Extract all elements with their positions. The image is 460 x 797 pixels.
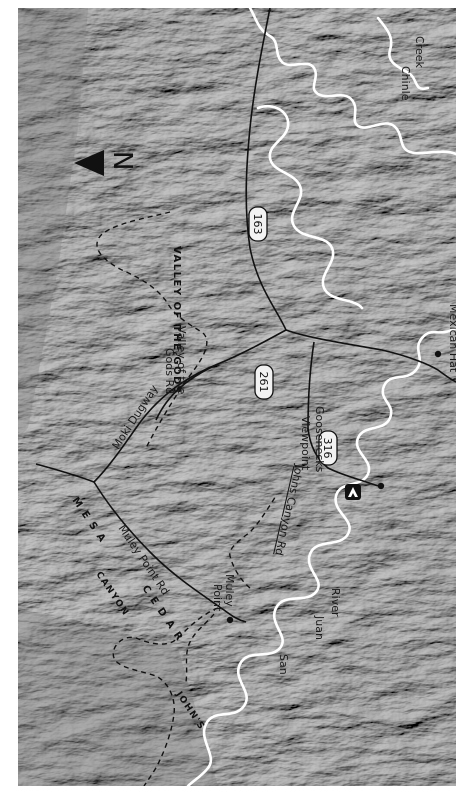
shield-316: 316 [318,430,338,466]
label-san: San [277,654,290,675]
chinle-creek [248,8,456,156]
mexican-hat-marker [434,350,442,358]
label-juan: Juan [313,615,326,640]
johns-canyon-spur [185,613,215,683]
shield-163: 163 [248,206,268,242]
terrain-dark-bottom [18,608,218,786]
svg-text:261: 261 [257,372,270,393]
moki-segment [155,363,219,421]
campground-icon [345,484,361,500]
label-valley-of-the-gods: VALLEY OF THE GODS [171,246,182,395]
highway-163 [245,8,456,383]
label-mexican-hat: Mexican Hat [447,304,456,373]
label-valley-road-1: Valley of the [175,326,188,395]
muley-point-marker [226,616,234,624]
svg-text:163: 163 [251,214,264,235]
highway-316 [307,341,379,487]
shield-261: 261 [254,364,274,400]
map-frame[interactable]: 163 261 316 N Chinle Creek VALLEY OF THE… [18,8,456,786]
label-point: Point [211,584,224,612]
label-creek: Creek [413,36,426,68]
north-arrow-icon: N [74,150,137,176]
chinle-creek-east [376,16,430,91]
label-goosenecks: Goosenecks [313,406,326,473]
label-chinle: Chinle [399,66,412,101]
johns-canyon-trail [112,607,219,786]
label-viewpoint: Viewpoint [299,416,312,471]
label-valley-road-2: Gods Rd [163,348,176,394]
terrain-dark-plateau [18,8,88,438]
label-muley: Muley [223,574,236,607]
label-river: River [329,588,342,617]
goosenecks-viewpoint-marker [377,482,385,490]
relief-map[interactable]: 163 261 316 N Chinle Creek VALLEY OF THE… [18,8,456,786]
svg-text:316: 316 [321,438,334,459]
muley-point-road [93,481,247,623]
highway-261 [35,329,287,483]
river-meanders-upper [256,105,364,310]
san-juan-river [186,326,456,786]
north-label: N [107,151,137,170]
johns-canyon-dirt [229,495,277,589]
